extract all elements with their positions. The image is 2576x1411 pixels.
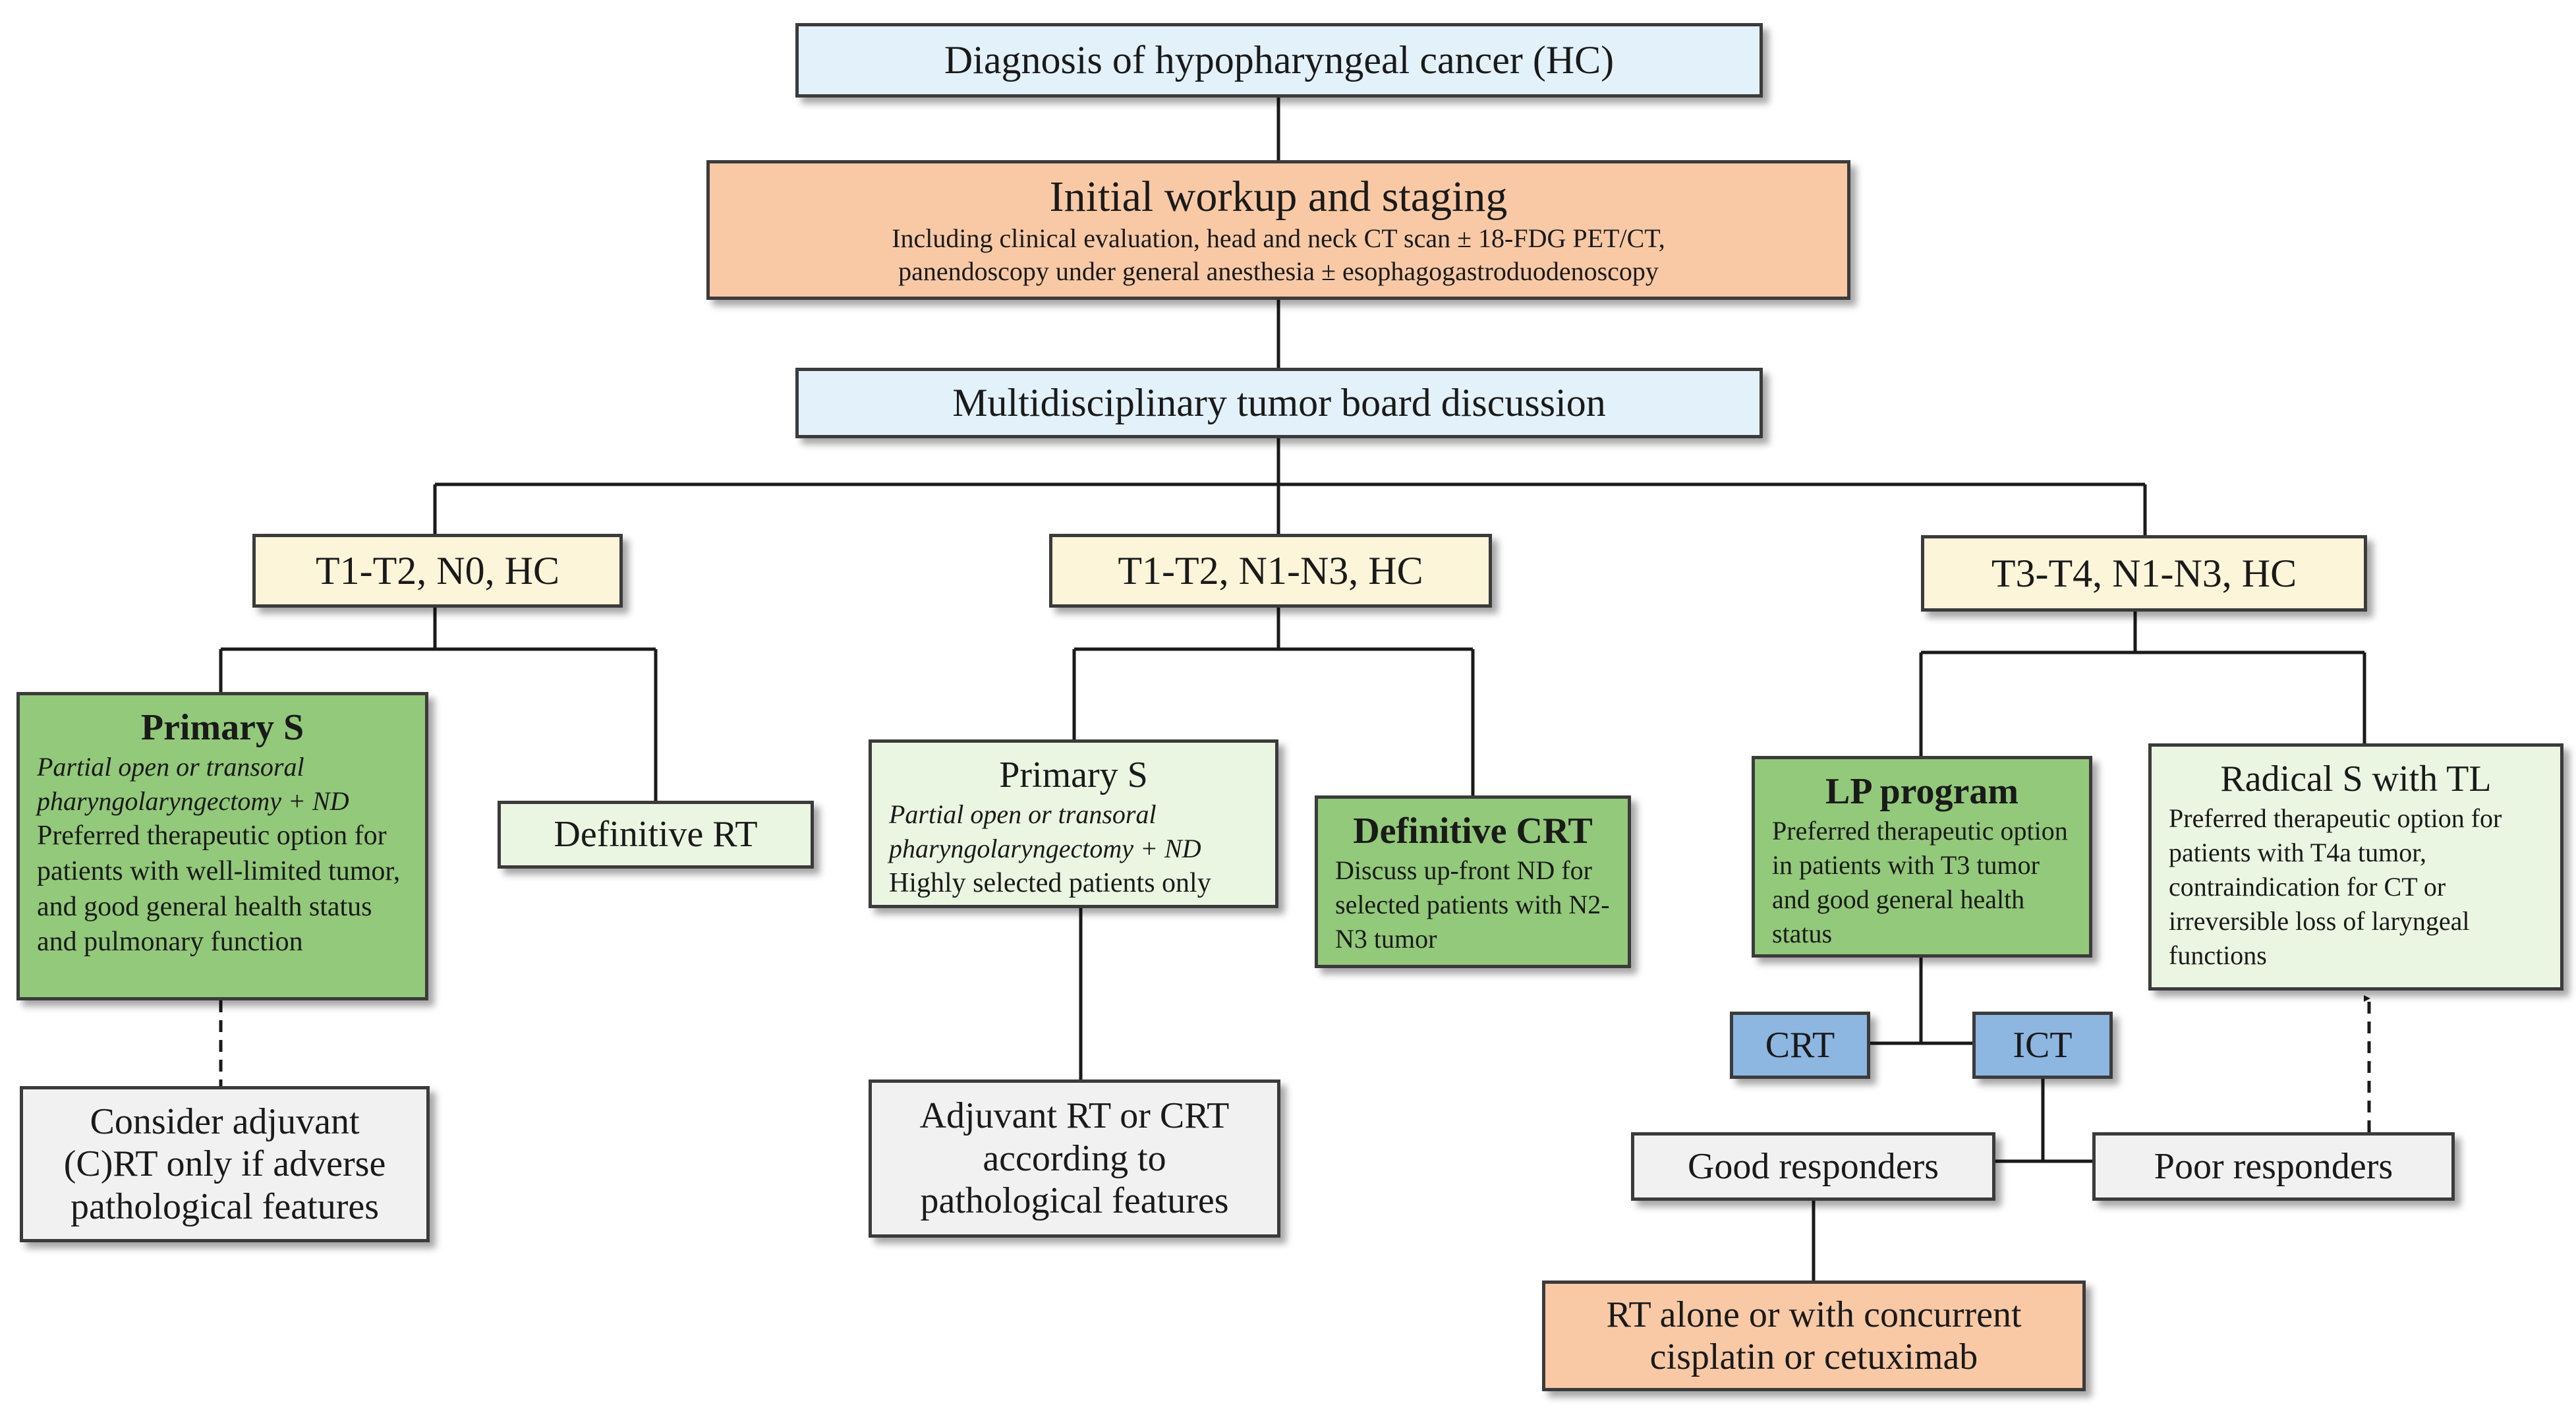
workup-detail-line2: panendoscopy under general anesthesia ± … [898, 256, 1659, 286]
left-adjuvant-line2: (C)RT only if adverse [63, 1143, 386, 1185]
left-definitive-rt-label: Definitive RT [554, 814, 758, 855]
rt-concurrent-line1: RT alone or with concurrent [1606, 1294, 2022, 1335]
rt-concurrent-box: RT alone or with concurrent cisplatin or… [1542, 1281, 2086, 1391]
radical-surgery-title: Radical S with TL [2220, 759, 2492, 799]
workup-box: Initial workup and staging Including cli… [706, 160, 1850, 300]
diagnosis-box: Diagnosis of hypopharyngeal cancer (HC) [795, 23, 1763, 98]
crt-label: CRT [1765, 1024, 1835, 1066]
rt-concurrent-line2: cisplatin or cetuximab [1649, 1337, 1978, 1377]
middle-adjuvant-line1: Adjuvant RT or CRT [919, 1095, 1230, 1137]
ict-label: ICT [2013, 1024, 2073, 1066]
good-responders-label: Good responders [1687, 1145, 1939, 1187]
middle-definitive-crt-title: Definitive CRT [1353, 811, 1593, 851]
left-adjuvant-line1: Consider adjuvant [90, 1101, 360, 1142]
middle-adjuvant-line2: according to [983, 1137, 1166, 1179]
poor-responders-label: Poor responders [2154, 1145, 2393, 1187]
tumor-board-box: Multidisciplinary tumor board discussion [795, 368, 1763, 438]
left-primary-surgery-procedure: Partial open or transoral pharyngolaryng… [37, 752, 349, 817]
stage-t3t4-n1n3-label: T3-T4, N1-N3, HC [1991, 551, 2297, 595]
stage-t1t2-n1n3-box: T1-T2, N1-N3, HC [1049, 534, 1492, 608]
middle-primary-surgery-note: Highly selected patients only [889, 868, 1211, 899]
radical-surgery-note: Preferred therapeutic option for patient… [2169, 803, 2502, 971]
left-adjuvant-box: Consider adjuvant (C)RT only if adverse … [20, 1086, 430, 1242]
left-definitive-rt-box: Definitive RT [498, 801, 814, 869]
workup-detail-line1: Including clinical evaluation, head and … [892, 223, 1665, 253]
lp-program-title: LP program [1825, 771, 2018, 812]
middle-primary-surgery-box: Primary S Partial open or transoral phar… [869, 739, 1278, 908]
stage-t1t2-n0-box: T1-T2, N0, HC [252, 534, 623, 608]
middle-adjuvant-box: Adjuvant RT or CRT according to patholog… [869, 1080, 1280, 1238]
middle-definitive-crt-box: Definitive CRT Discuss up-front ND for s… [1315, 795, 1631, 968]
diagnosis-label: Diagnosis of hypopharyngeal cancer (HC) [944, 38, 1615, 82]
middle-adjuvant-line3: pathological features [920, 1180, 1229, 1222]
lp-program-note: Preferred therapeutic option in patients… [1772, 816, 2068, 949]
good-responders-box: Good responders [1631, 1132, 1995, 1201]
middle-primary-surgery-procedure: Partial open or transoral pharyngolaryng… [889, 799, 1201, 864]
radical-surgery-box: Radical S with TL Preferred therapeutic … [2148, 743, 2563, 991]
stage-t3t4-n1n3-box: T3-T4, N1-N3, HC [1921, 535, 2367, 612]
left-primary-surgery-box: Primary S Partial open or transoral phar… [16, 692, 428, 1000]
crt-box: CRT [1730, 1012, 1870, 1079]
workup-title: Initial workup and staging [1049, 173, 1508, 221]
middle-definitive-crt-note: Discuss up-front ND for selected patient… [1335, 855, 1610, 954]
poor-responders-box: Poor responders [2092, 1132, 2455, 1201]
middle-primary-surgery-title: Primary S [999, 755, 1148, 795]
tumor-board-label: Multidisciplinary tumor board discussion [952, 381, 1606, 424]
left-adjuvant-line3: pathological features [70, 1186, 379, 1227]
lp-program-box: LP program Preferred therapeutic option … [1752, 756, 2092, 958]
stage-t1t2-n0-label: T1-T2, N0, HC [316, 548, 559, 592]
stage-t1t2-n1n3-label: T1-T2, N1-N3, HC [1118, 548, 1423, 592]
left-primary-surgery-note: Preferred therapeutic option for patient… [37, 821, 401, 958]
ict-box: ICT [1972, 1012, 2113, 1079]
left-primary-surgery-title: Primary S [140, 707, 304, 748]
